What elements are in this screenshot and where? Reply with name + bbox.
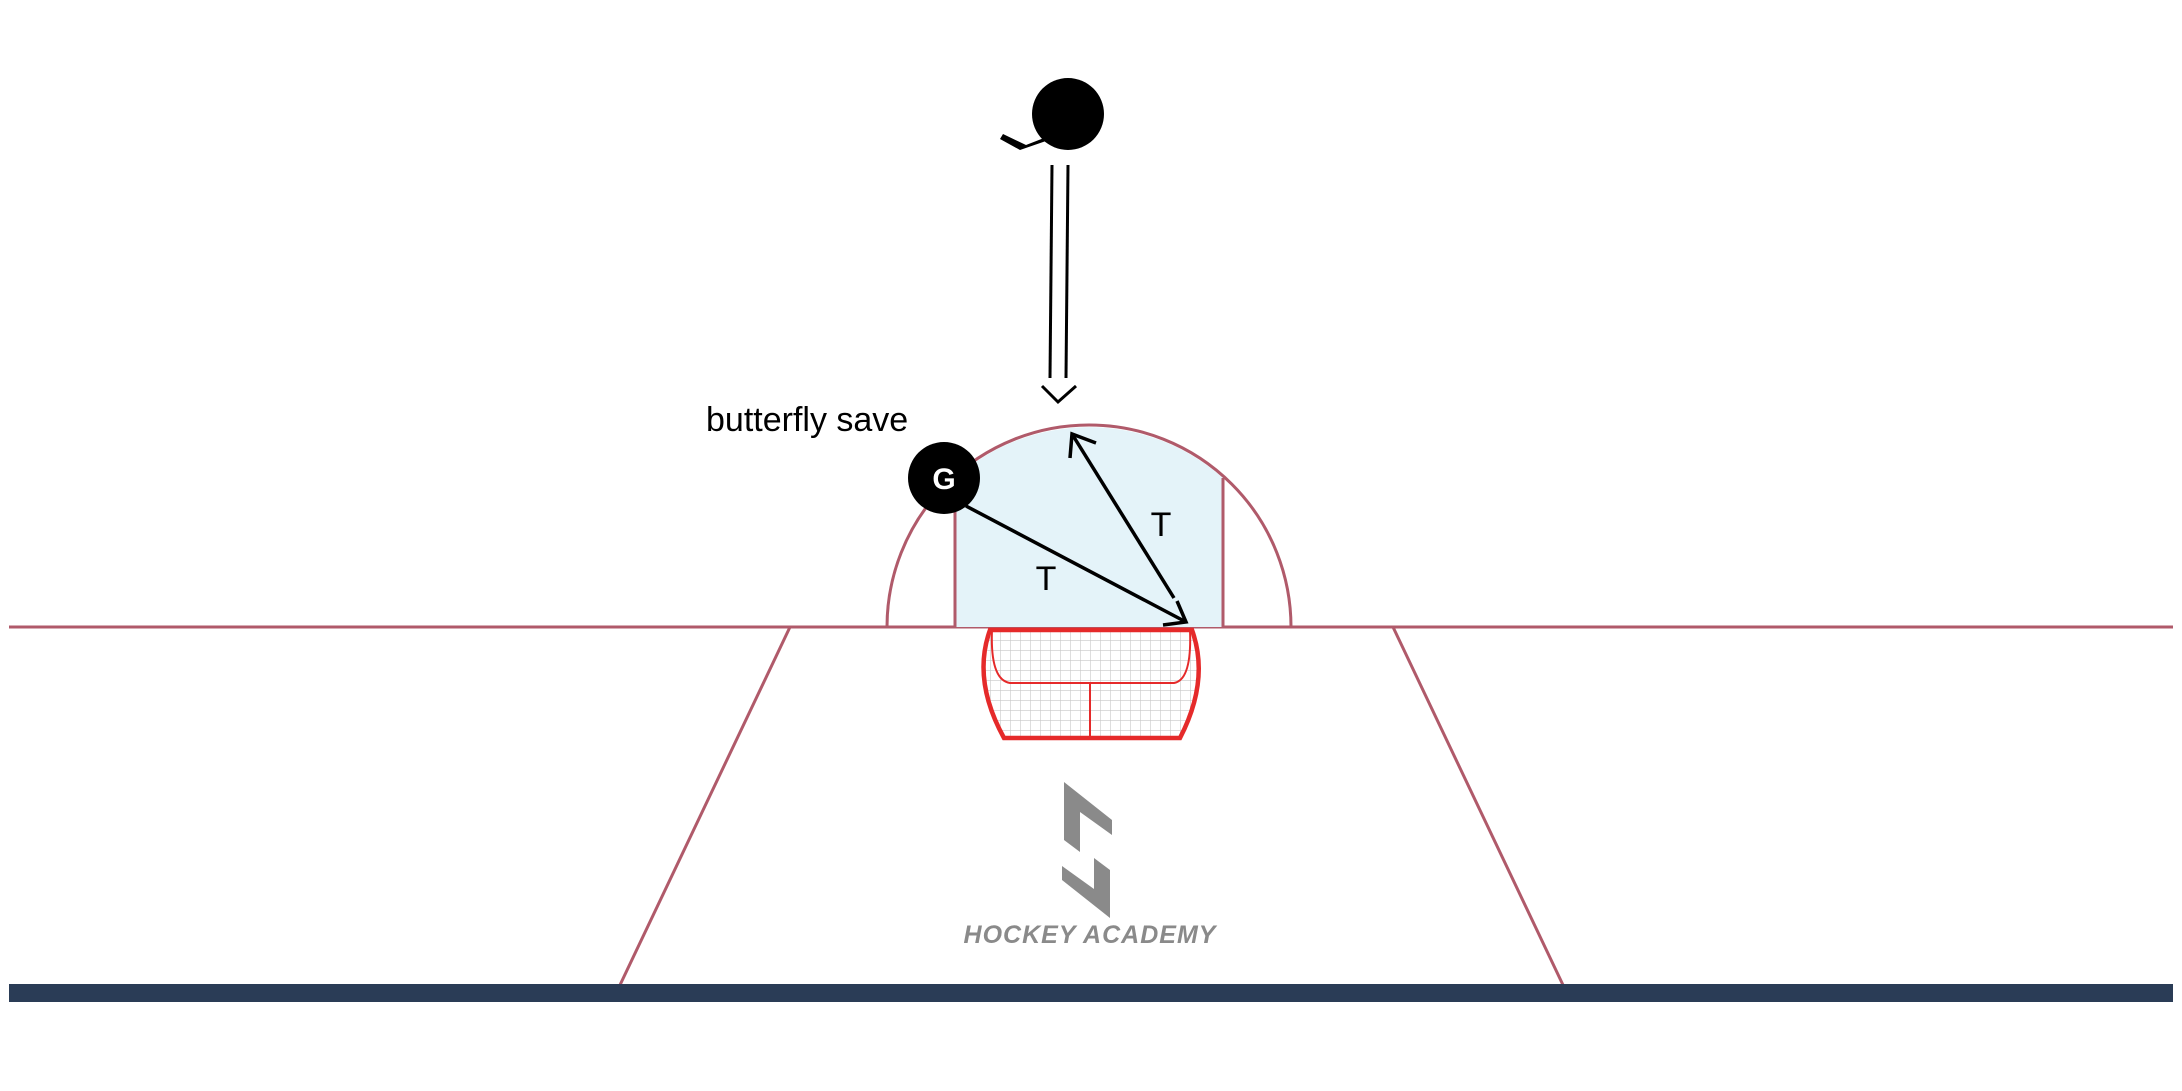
pass-arrow-post-to-top [1068, 431, 1176, 599]
goalie-icon: G [908, 442, 980, 514]
skater-with-stick-icon [1000, 78, 1104, 150]
hockey-academy-logo-icon [1062, 782, 1112, 918]
logo-text: HOCKEY ACADEMY [964, 921, 1218, 949]
pass-label: T [1036, 560, 1057, 598]
goalie-label: G [932, 463, 955, 496]
save-annotation: butterfly save [706, 401, 908, 439]
end-boards [9, 984, 2173, 1002]
hockey-net [981, 627, 1201, 741]
pass-arrow-goalie-to-post [965, 504, 1189, 627]
skate-path-arrow [1040, 164, 1077, 405]
trapezoid-left-line [618, 626, 792, 986]
trapezoid-right-line [1391, 626, 1565, 986]
goal-crease [885, 423, 1293, 628]
pass-label: T [1151, 506, 1172, 544]
